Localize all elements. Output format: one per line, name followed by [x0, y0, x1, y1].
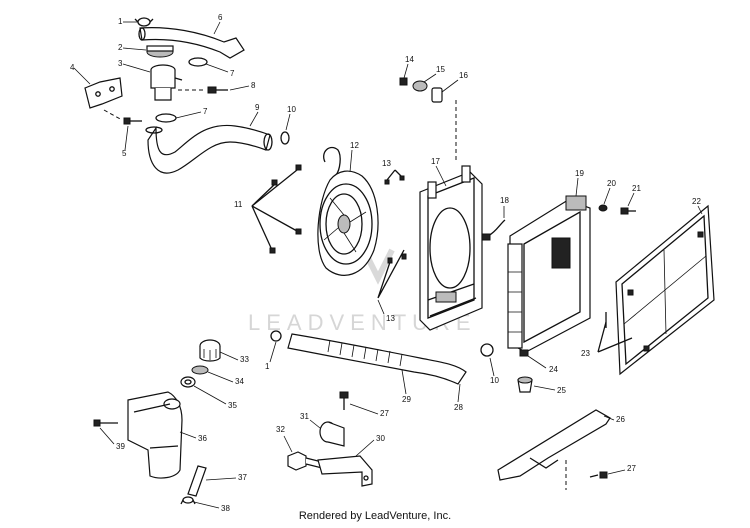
callout-28: 28	[454, 403, 463, 412]
callout-35: 35	[228, 401, 237, 410]
callout-5: 5	[122, 149, 127, 158]
grommet-31	[319, 421, 345, 447]
callout-25: 25	[557, 386, 566, 395]
clamp-1-lower	[270, 330, 282, 342]
callout-7-lower: 7	[203, 107, 208, 116]
callout-23: 23	[581, 349, 590, 358]
callout-36: 36	[198, 434, 207, 443]
callout-11: 11	[234, 200, 243, 209]
fan-shroud-17	[419, 165, 483, 331]
clamp-38	[180, 496, 196, 505]
clamp-7-lower	[155, 113, 177, 123]
washer-20	[598, 204, 608, 212]
callout-24: 24	[549, 365, 558, 374]
hose-9	[145, 124, 273, 174]
callout-27-lower: 27	[380, 409, 389, 418]
bracket-24	[519, 349, 529, 357]
callout-39: 39	[116, 442, 125, 451]
callout-12: 12	[350, 141, 359, 150]
screw-8	[178, 86, 228, 94]
callout-1-top: 1	[118, 17, 123, 26]
bracket-30	[317, 455, 373, 487]
bolt-32	[287, 451, 323, 471]
callout-29: 29	[402, 395, 411, 404]
hose-37	[187, 465, 207, 497]
fan-assembly-12	[317, 146, 379, 276]
callouts: 1 6 2 7 4 3 8 9 10 7 5 14 15 16 12 13 17…	[70, 13, 703, 513]
clamp-7-upper	[188, 57, 208, 67]
screw-27-right	[589, 471, 608, 479]
callout-20: 20	[607, 179, 616, 188]
callout-7-upper: 7	[230, 69, 235, 78]
screw-21	[620, 207, 636, 215]
clamp-10-lower	[480, 343, 494, 357]
screws-13-lower	[377, 249, 407, 299]
callout-13-upper: 13	[382, 159, 391, 168]
callout-27-right: 27	[627, 464, 636, 473]
callout-2: 2	[118, 43, 123, 52]
filler-neck-3	[150, 64, 183, 101]
bracket-4	[84, 77, 123, 109]
callout-21: 21	[632, 184, 641, 193]
callout-17: 17	[431, 157, 440, 166]
screw-27-lower	[339, 391, 349, 410]
callout-16: 16	[459, 71, 468, 80]
grommet-15	[412, 80, 428, 92]
spacer-16	[431, 87, 457, 160]
callout-22: 22	[692, 197, 701, 206]
screw-5	[103, 109, 142, 125]
gasket-34	[191, 365, 209, 375]
callout-30: 30	[376, 434, 385, 443]
callout-6: 6	[218, 13, 223, 22]
callout-9: 9	[255, 103, 260, 112]
nuts-13-upper	[384, 169, 405, 185]
cap-33	[199, 339, 221, 362]
callout-38: 38	[221, 504, 230, 513]
callout-34: 34	[235, 377, 244, 386]
hose-6	[138, 27, 245, 59]
bolt-39	[93, 419, 118, 427]
hose-29	[287, 333, 467, 385]
callout-10-upper: 10	[287, 105, 296, 114]
callout-1-lower: 1	[265, 362, 270, 371]
screen-22	[615, 204, 715, 376]
callout-15: 15	[436, 65, 445, 74]
callout-19: 19	[575, 169, 584, 178]
callout-18: 18	[500, 196, 509, 205]
callout-4: 4	[70, 63, 75, 72]
callout-13-lower: 13	[386, 314, 395, 323]
callout-26: 26	[616, 415, 625, 424]
radiator-19	[507, 195, 591, 353]
callout-31: 31	[300, 412, 309, 421]
sensor-18	[481, 219, 506, 241]
fitting-25	[517, 376, 533, 393]
callout-8: 8	[251, 81, 256, 90]
callout-32: 32	[276, 425, 285, 434]
fasteners-11	[251, 164, 302, 254]
callout-37: 37	[238, 473, 247, 482]
clamp-10-upper	[280, 131, 290, 145]
seal-35	[180, 376, 196, 388]
support-26	[497, 409, 611, 490]
callout-33: 33	[240, 355, 249, 364]
fasteners-23	[597, 312, 633, 353]
reservoir-36	[127, 391, 183, 479]
footer-credit: Rendered by LeadVenture, Inc.	[298, 510, 452, 522]
radiator-cap-2	[146, 45, 174, 58]
callout-10-lower: 10	[490, 376, 499, 385]
callout-3: 3	[118, 59, 123, 68]
fastener-14	[399, 77, 408, 86]
callout-14: 14	[405, 55, 414, 64]
